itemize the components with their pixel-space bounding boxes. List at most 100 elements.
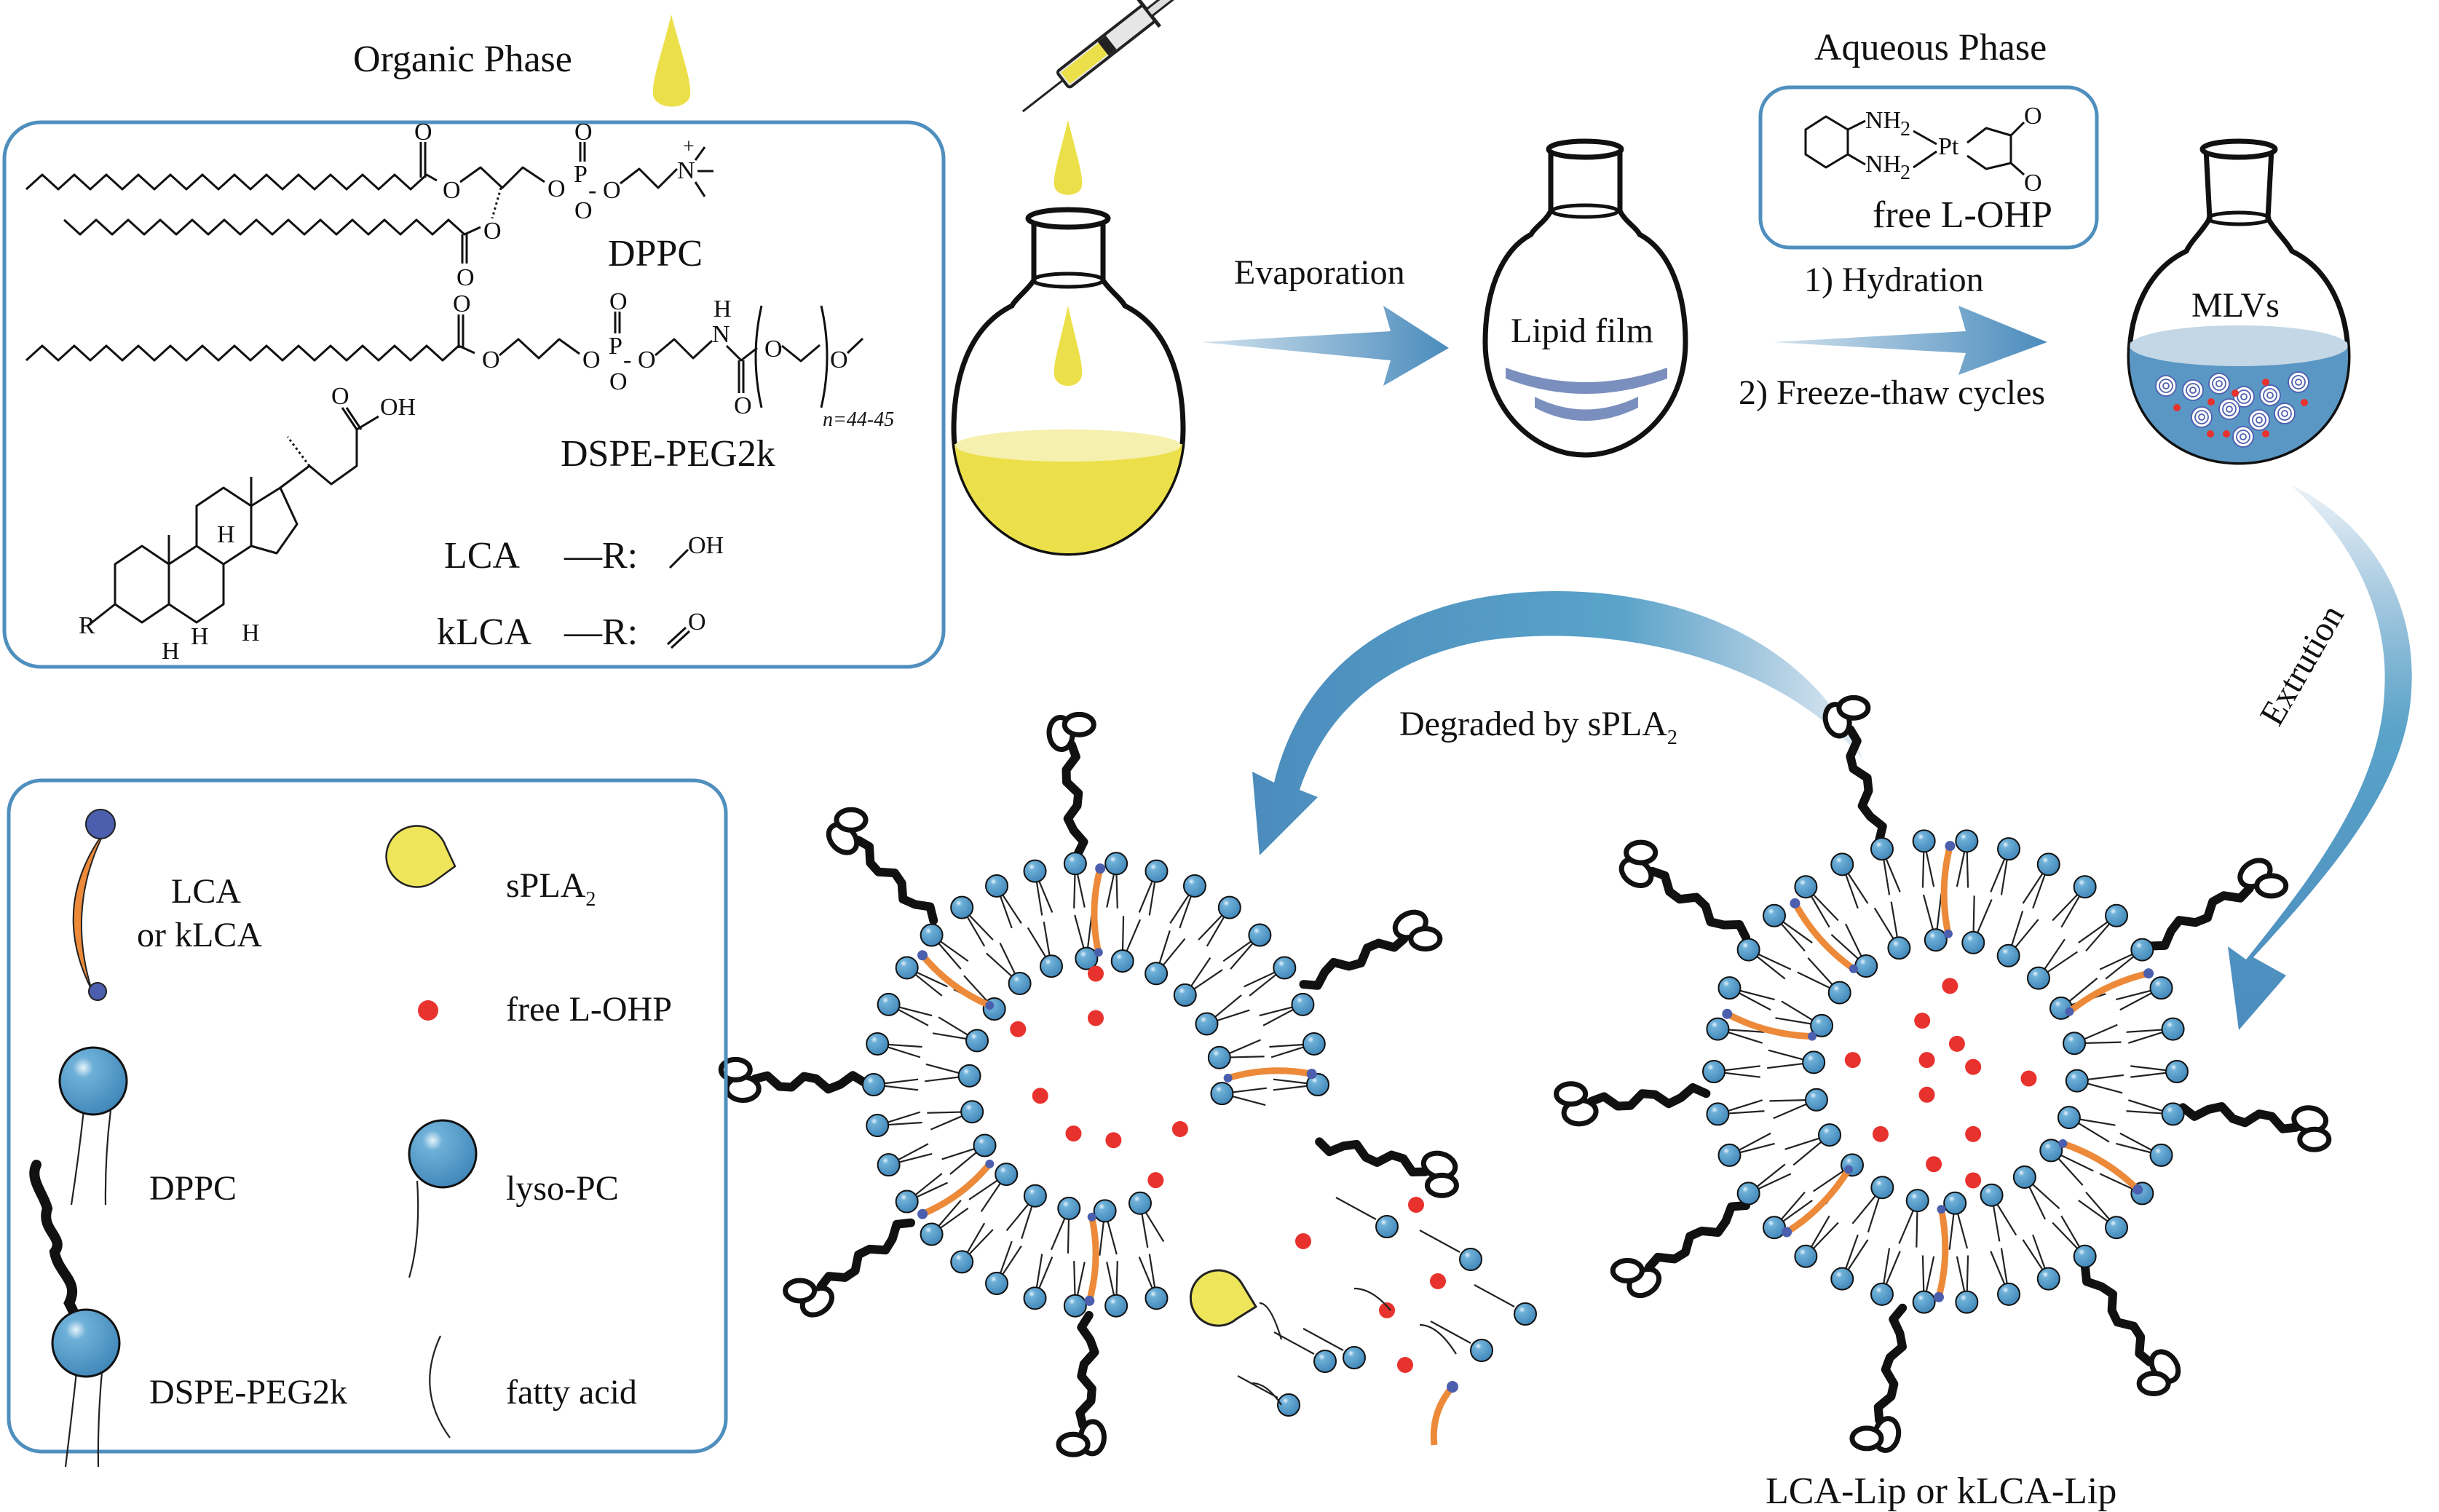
drug-dot	[1918, 1052, 1935, 1069]
lyso-pc-head	[1459, 1248, 1482, 1271]
svg-text:H: H	[242, 620, 260, 646]
lyso-pc-tail	[1302, 1328, 1344, 1351]
peg-chain	[1075, 1310, 1099, 1442]
legend-spla2-icon	[385, 825, 456, 888]
peg-coil	[2136, 1371, 2171, 1397]
extrusion-arrow-icon	[2228, 484, 2412, 1030]
lipid-head	[995, 1163, 1019, 1187]
dppc-structure: O O O P O O - O N + O O DPPC	[25, 119, 713, 291]
lipid-head	[1804, 1088, 1828, 1112]
lipid-head	[2130, 938, 2154, 962]
peg-coil	[718, 1056, 753, 1082]
peg-coil	[834, 807, 869, 833]
svg-text:NH: NH	[1865, 107, 1901, 134]
svg-text:O: O	[548, 175, 566, 202]
lca-end	[917, 1208, 928, 1219]
svg-text:R: R	[79, 612, 95, 639]
organic-droplet-icon	[652, 15, 691, 107]
svg-text:O: O	[331, 383, 349, 410]
mlv-vesicle	[2291, 375, 2306, 389]
lipid-head	[2036, 1267, 2060, 1291]
svg-text:H: H	[713, 296, 732, 322]
mlv-vesicle	[2194, 410, 2209, 424]
mlv-drug-dot	[2232, 389, 2239, 397]
lyso-pc-head	[1514, 1302, 1537, 1326]
lipid-head	[1145, 1286, 1169, 1310]
lipid-film-label: Lipid film	[1511, 312, 1653, 350]
mlv-vesicle	[2159, 379, 2173, 393]
lipid-head	[1023, 1286, 1047, 1310]
drug-box	[1758, 85, 2099, 250]
lipid-head	[1063, 852, 1087, 876]
svg-text:n=44-45: n=44-45	[823, 408, 894, 431]
lipid-head	[1961, 930, 1985, 954]
peg-coil	[2254, 873, 2289, 899]
drug-dot	[1032, 1088, 1048, 1104]
fatty-acid	[1353, 1287, 1391, 1311]
svg-text:O: O	[414, 119, 432, 146]
svg-text:O: O	[603, 177, 621, 204]
mlv-vesicle	[2226, 405, 2233, 413]
svg-text:—R:: —R:	[564, 535, 638, 577]
lipid-head	[957, 1064, 981, 1088]
lca-name: LCA	[444, 535, 520, 577]
lca-end	[1447, 1381, 1458, 1393]
hydration-label: 1) Hydration	[1804, 261, 1984, 299]
lyso-pc-tail	[1237, 1375, 1278, 1398]
peg-chain	[738, 1071, 870, 1094]
lca-end	[1223, 1073, 1233, 1082]
lipid-head	[1997, 837, 2021, 861]
peg-chain	[1576, 1082, 1711, 1117]
drug-dot	[1926, 1156, 1942, 1173]
peg-chain	[813, 1218, 916, 1306]
lca-end	[1722, 1008, 1733, 1019]
peg-coil	[1056, 1431, 1091, 1457]
lipid-head	[1810, 1013, 1834, 1037]
legend-lyso-pc-icon	[408, 1119, 478, 1278]
lyso-pc-head	[1277, 1393, 1300, 1417]
dspe-peg2k-structure: O O O P O O - O N H O O O n=44-45 DSPE-P…	[25, 288, 894, 475]
falling-droplet-icon	[1054, 120, 1083, 195]
svg-text:O: O	[483, 218, 502, 245]
lca-end	[1933, 1291, 1944, 1302]
drug-dot	[1872, 1125, 1889, 1142]
mlv-drug-dot	[2262, 379, 2269, 386]
lipid-film-layer	[1506, 368, 1667, 394]
svg-text:H: H	[162, 638, 180, 665]
svg-text:O: O	[2024, 103, 2042, 130]
spla2-enzyme-icon	[1189, 1269, 1258, 1327]
lipid-head	[1955, 1290, 1979, 1314]
lipid-head	[1145, 859, 1169, 883]
drug-dot	[1965, 1172, 1982, 1189]
svg-text:O: O	[764, 336, 783, 363]
released-drug-dot	[1430, 1273, 1446, 1289]
lca-molecule	[1086, 1216, 1099, 1302]
lipid-head	[1702, 1060, 1726, 1083]
mlv-vesicle	[2162, 382, 2170, 389]
lipid-head	[920, 1222, 944, 1246]
svg-text:H: H	[191, 623, 209, 650]
svg-text:O: O	[609, 288, 628, 315]
lipid-head	[866, 1032, 890, 1056]
lyso-pc-tail	[1474, 1284, 1515, 1307]
mlv-vesicle	[2240, 393, 2248, 400]
lipid-head	[1207, 1045, 1231, 1069]
lipid-head	[877, 1153, 901, 1177]
degraded-label: Degraded by sPLA2	[1399, 705, 1677, 749]
mlv-vesicle	[2189, 387, 2197, 394]
lipid-head	[1075, 946, 1099, 970]
peg-coil	[1554, 1081, 1589, 1107]
lyso-pc-head	[1470, 1339, 1493, 1362]
lipid-head	[1057, 1196, 1081, 1220]
lipid-head	[1870, 1282, 1894, 1306]
legend-lca-label: LCA	[171, 872, 241, 911]
lipid-head	[866, 1114, 890, 1138]
svg-text:O: O	[734, 392, 752, 419]
lca-molecule	[1784, 1168, 1851, 1235]
svg-text:O: O	[574, 197, 593, 224]
mlv-vesicle	[2263, 388, 2277, 403]
peg-chain	[1873, 1303, 1908, 1439]
lipid-head	[2161, 1017, 2185, 1041]
lipid-head	[1830, 1267, 1854, 1291]
drug-dot	[1105, 1132, 1122, 1149]
